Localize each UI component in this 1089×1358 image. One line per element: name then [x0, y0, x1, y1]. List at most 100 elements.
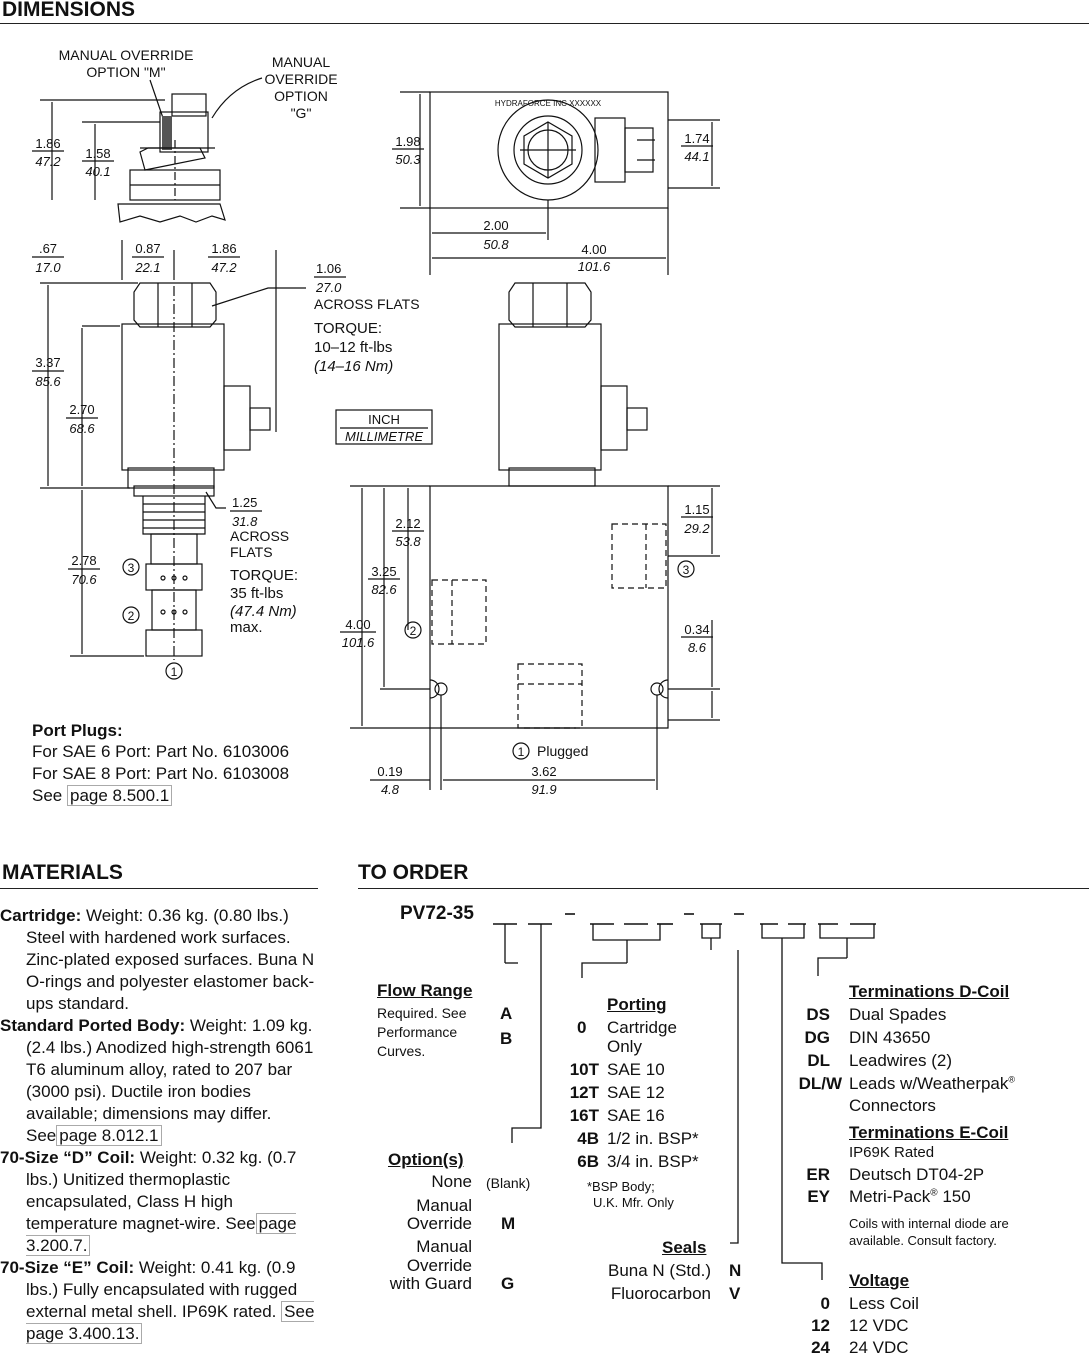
port-plugs-line2: For SAE 8 Port: Part No. 6103008 [32, 764, 290, 783]
torque-bottom-2: 35 ft-lbs [230, 585, 283, 602]
term-e-desc-er: Deutsch DT04-2P [849, 1165, 985, 1184]
voltage-title: Voltage [849, 1271, 910, 1290]
term-e-desc-ey: Metri-Pack® 150 [849, 1187, 971, 1206]
see-text: See [32, 786, 63, 805]
port-2-left: 2 [128, 609, 135, 623]
seal-code-n: N [729, 1261, 742, 1280]
dim-400w-mm: 101.6 [578, 259, 611, 274]
term-e-code-er: ER [806, 1165, 830, 1184]
dim-212: 2.12 [395, 516, 420, 531]
dim-087: 0.87 [135, 241, 160, 256]
order-heading: TO ORDER [358, 861, 469, 884]
materials-rule [0, 888, 318, 889]
term-d-code-dlw: DL/W [798, 1074, 842, 1093]
flow-range-desc-2: Performance [377, 1024, 458, 1040]
page-link-3400[interactable]: See page 3.400.13. [26, 1301, 315, 1344]
term-e-sub: IP69K Rated [849, 1144, 935, 1161]
option-none-code: (Blank) [486, 1175, 531, 1191]
dim-019-mm: 4.8 [381, 782, 400, 797]
voltage-desc-0: Less Coil [849, 1294, 919, 1313]
term-d-title: Terminations D-Coil [849, 982, 1010, 1001]
port-1-right: 1 [518, 745, 525, 759]
torque-bottom-1: TORQUE: [230, 567, 298, 584]
ported-body-view: 2 3 1 Plugged 2.12 53.8 3.25 82.6 4.00 1… [340, 282, 720, 797]
option-g-2: Override [406, 1256, 472, 1275]
option-m-2: Override [406, 1214, 472, 1233]
dimensions-rule [0, 23, 1089, 24]
dim-278-mm: 70.6 [71, 572, 97, 587]
dim-400h: 4.00 [345, 617, 370, 632]
hydraforce-ring: HYDRAFORCE INC XXXXXX [495, 99, 602, 108]
label-plugged: Plugged [537, 743, 588, 759]
page-link-8012[interactable]: page 8.012.1 [56, 1125, 162, 1146]
dim-186b: 1.86 [211, 241, 236, 256]
option-g-3: with Guard [389, 1274, 472, 1293]
porting-code-10t: 10T [569, 1060, 599, 1079]
porting-note-2: U.K. Mfr. Only [593, 1195, 674, 1210]
dim-115-mm: 29.2 [683, 521, 710, 536]
option-m-1: Manual [416, 1196, 472, 1215]
dim-198: 1.98 [395, 134, 420, 149]
voltage-desc-12: 12 VDC [849, 1316, 909, 1335]
term-d-desc-connectors: Connectors [849, 1096, 936, 1115]
label-override-g-3: OPTION [274, 88, 328, 104]
porting-code-6b: 6B [577, 1152, 599, 1171]
model-code: PV72-35 [400, 903, 474, 924]
dim-362: 3.62 [531, 764, 556, 779]
option-none: None [431, 1172, 472, 1191]
porting-code-0: 0 [577, 1018, 587, 1037]
seal-fluoro: Fluorocarbon [610, 1284, 711, 1303]
cartridge-side-view: .67 17.0 0.87 22.1 1.86 47.2 [32, 240, 420, 680]
term-e-note-1: Coils with internal diode are [849, 1216, 1009, 1231]
label-override-g-2: OVERRIDE [264, 71, 337, 87]
material-cartridge: Cartridge: Weight: 0.36 kg. (0.80 lbs.) … [0, 906, 315, 1013]
units-mm: MILLIMETRE [345, 429, 423, 444]
term-d-desc-dg: DIN 43650 [849, 1028, 931, 1047]
dim-278: 2.78 [71, 553, 96, 568]
dim-400w: 4.00 [581, 242, 606, 257]
dim-106-mm: 27.0 [315, 280, 342, 295]
dim-174: 1.74 [684, 131, 709, 146]
dim-270: 2.70 [69, 402, 94, 417]
dimension-drawing: MANUAL OVERRIDE OPTION "M" MANUAL OVERRI… [32, 47, 720, 797]
page-link-3200[interactable]: page 3.200.7. [26, 1213, 297, 1256]
order-code-brackets [493, 913, 876, 1280]
materials-heading: MATERIALS [2, 861, 123, 884]
flow-range-title: Flow Range [377, 981, 473, 1000]
page-link-8500[interactable]: page 8.500.1 [66, 785, 173, 806]
seal-code-v: V [729, 1284, 741, 1303]
dim-325-mm: 82.6 [371, 582, 397, 597]
dim-337-mm: 85.6 [35, 374, 61, 389]
term-e-title: Terminations E-Coil [849, 1123, 1009, 1142]
torque-top-1: TORQUE: [314, 320, 382, 337]
dim-400h-mm: 101.6 [342, 635, 375, 650]
dim-115: 1.15 [684, 502, 709, 517]
label-override-m-1: MANUAL OVERRIDE [59, 47, 194, 63]
porting-desc-0: Cartridge [607, 1018, 677, 1037]
dim-325: 3.25 [371, 564, 396, 579]
material-ecoil: 70-Size “E” Coil: Weight: 0.41 kg. (0.9 … [0, 1258, 315, 1344]
top-view: HYDRAFORCE INC XXXXXX 1.98 50.3 1.74 44.… [392, 91, 720, 275]
dim-212-mm: 53.8 [395, 534, 421, 549]
voltage-code-0: 0 [820, 1294, 830, 1313]
term-d-desc-ds: Dual Spades [849, 1005, 947, 1024]
torque-top-2: 10–12 ft-lbs [314, 339, 392, 356]
flow-code-b: B [500, 1029, 513, 1048]
dim-087-mm: 22.1 [134, 260, 160, 275]
dim-158: 1.58 [85, 146, 110, 161]
flow-range-desc-1: Required. See [377, 1005, 467, 1021]
units-legend: INCH MILLIMETRE [335, 409, 433, 445]
port-plugs-see: See page 8.500.1 [32, 785, 173, 806]
dim-186-mm: 47.2 [35, 154, 61, 169]
voltage-desc-24: 24 VDC [849, 1338, 909, 1357]
term-d-desc-dl: Leadwires (2) [849, 1051, 952, 1070]
porting-code-16t: 16T [569, 1106, 599, 1125]
label-override-m-2: OPTION "M" [86, 64, 165, 80]
override-detail: MANUAL OVERRIDE OPTION "M" MANUAL OVERRI… [32, 47, 338, 223]
dim-186: 1.86 [35, 136, 60, 151]
seals-title: Seals [662, 1238, 707, 1257]
term-d-desc-dlw: Leads w/Weatherpak® [849, 1074, 1016, 1093]
material-dcoil: 70-Size “D” Coil: Weight: 0.32 kg. (0.7 … [0, 1148, 297, 1256]
dim-186b-mm: 47.2 [211, 260, 237, 275]
dim-362-mm: 91.9 [531, 782, 556, 797]
